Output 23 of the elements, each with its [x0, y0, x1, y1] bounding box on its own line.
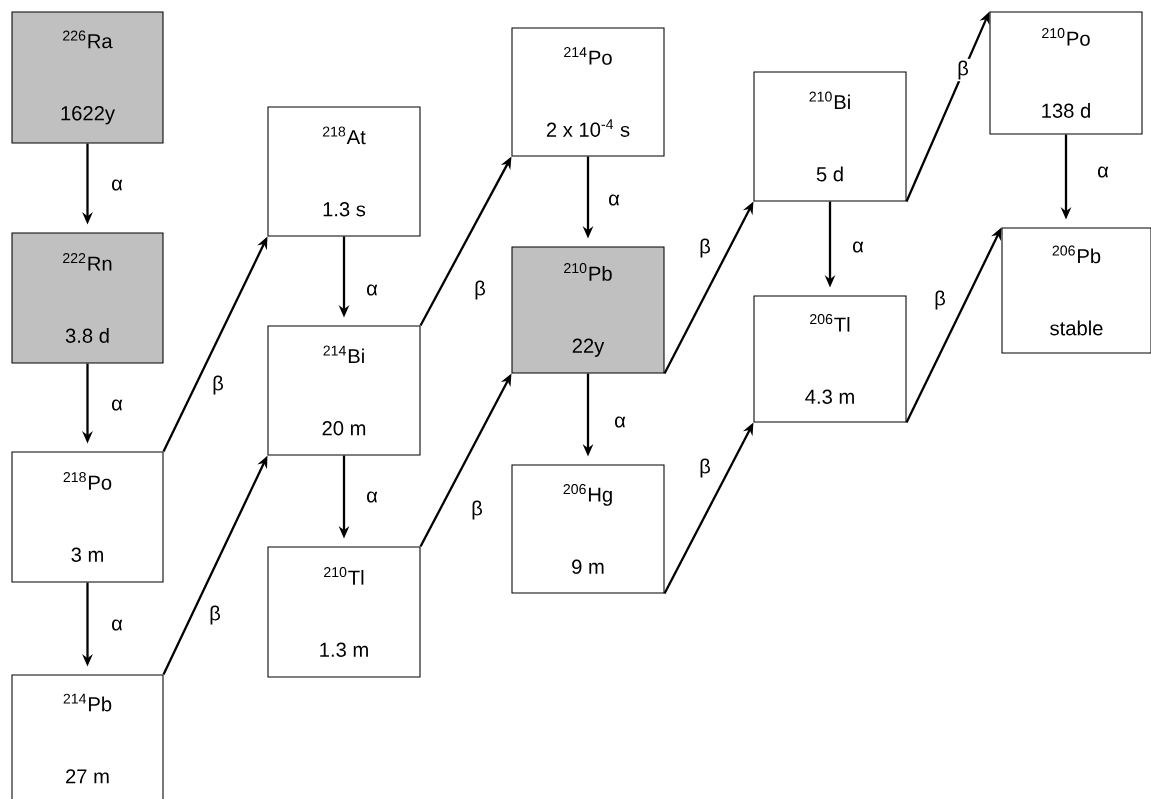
nuclide-box: $^{206}$Tl 4.3 m	[753, 295, 907, 423]
edge-label: β	[472, 278, 488, 302]
nuclide-box: $^{210}$Tl 1.3 m	[267, 546, 421, 678]
edge-label: β	[697, 236, 713, 260]
edge-label: α	[109, 397, 125, 413]
edge-label: α	[364, 489, 380, 505]
edge-label: α	[850, 239, 866, 255]
edge-label: α	[606, 192, 622, 208]
edge-label: α	[1095, 164, 1111, 180]
edge-label: α	[109, 617, 125, 633]
edge-label: β	[210, 373, 226, 397]
edge-label: α	[109, 177, 125, 193]
nuclide-box: $^{214}$Po 2 x 10$^{-4}$ s	[511, 27, 665, 157]
edge-label: β	[207, 603, 223, 627]
nuclide-box: $^{206}$Hg 9 m	[511, 464, 665, 594]
edge-label: β	[955, 58, 971, 82]
edge-label: β	[697, 456, 713, 480]
edge-label: α	[612, 414, 628, 430]
edge-label: α	[364, 282, 380, 298]
edge-label: β	[932, 288, 948, 312]
edge-label: β	[469, 498, 485, 522]
nuclide-box: $^{214}$Pb 27 m	[11, 674, 164, 799]
nuclide-box: $^{206}$Pb stable	[1001, 227, 1151, 354]
